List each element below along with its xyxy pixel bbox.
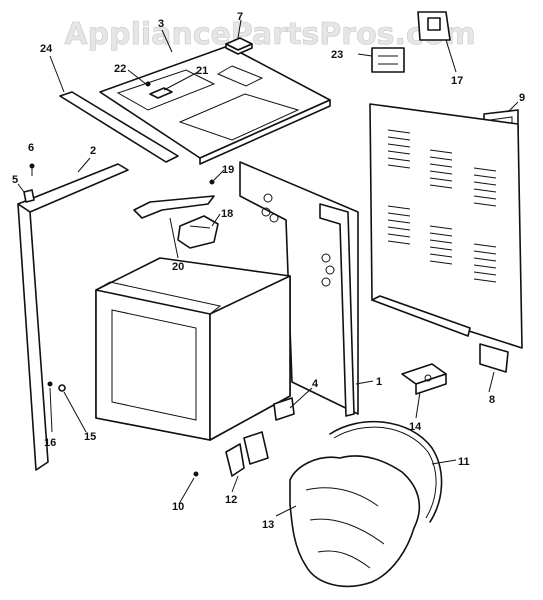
- part-6-screw[interactable]: [29, 163, 35, 176]
- callout-2-door-strip: 2: [90, 145, 96, 157]
- callout-6: 6: [28, 142, 34, 154]
- part-7-cap[interactable]: [225, 37, 253, 55]
- part-18-latch[interactable]: [177, 215, 219, 249]
- part-1-side-panel[interactable]: [239, 161, 359, 417]
- callout-19: 19: [222, 164, 234, 176]
- callout-8: 8: [489, 394, 495, 406]
- oven-cavity[interactable]: [95, 257, 291, 441]
- part-8-bracket[interactable]: [479, 343, 509, 373]
- part-3-top-panel[interactable]: [99, 45, 331, 165]
- callout-13: 13: [262, 519, 274, 531]
- part-2-back-panel[interactable]: [369, 103, 523, 349]
- callout-20: 20: [172, 261, 184, 273]
- part-15-fastener[interactable]: [58, 384, 66, 392]
- callout-9: 9: [519, 92, 525, 104]
- callout-7: 7: [237, 11, 243, 23]
- part-17-hinge-bracket[interactable]: [417, 11, 451, 41]
- callout-3: 3: [158, 18, 164, 30]
- leader-lines: [17, 19, 519, 517]
- part-14-bracket[interactable]: [401, 363, 447, 395]
- part-13-insulation[interactable]: [289, 455, 421, 588]
- part-10-screw[interactable]: [193, 471, 199, 477]
- part-24-trim-strip[interactable]: [59, 91, 179, 163]
- callout-18: 18: [221, 208, 233, 220]
- callout-22: 22: [114, 63, 126, 75]
- callout-15: 15: [84, 431, 96, 443]
- part-19-screw[interactable]: [209, 179, 215, 185]
- callout-1: 1: [376, 376, 382, 388]
- callout-10: 10: [172, 501, 184, 513]
- callout-5: 5: [12, 174, 18, 186]
- callout-16: 16: [44, 437, 56, 449]
- callout-24: 24: [40, 43, 53, 55]
- part-4-bracket[interactable]: [273, 397, 295, 421]
- callout-11: 11: [458, 456, 470, 468]
- part-5-clip[interactable]: [23, 189, 35, 203]
- callout-23: 23: [331, 49, 343, 61]
- callout-17: 17: [451, 75, 463, 87]
- callout-12: 12: [225, 494, 237, 506]
- part-23-bracket[interactable]: [371, 47, 405, 73]
- part-12-hinge[interactable]: [225, 431, 269, 477]
- part-21-sensor[interactable]: [149, 87, 173, 99]
- callouts: 1 2 3 4 5 6 7 8 9 10 11 12 13 14 15 16 1…: [12, 11, 525, 531]
- callout-21: 21: [196, 65, 208, 77]
- part-20-bracket-arm[interactable]: [133, 195, 215, 219]
- callout-14: 14: [409, 421, 422, 433]
- part-2-door-strip[interactable]: [17, 163, 129, 471]
- part-16-screw[interactable]: [47, 381, 53, 387]
- part-22-screw[interactable]: [145, 81, 151, 87]
- callout-4: 4: [312, 378, 319, 390]
- watermark: AppliancePartsPros.com: [64, 17, 475, 52]
